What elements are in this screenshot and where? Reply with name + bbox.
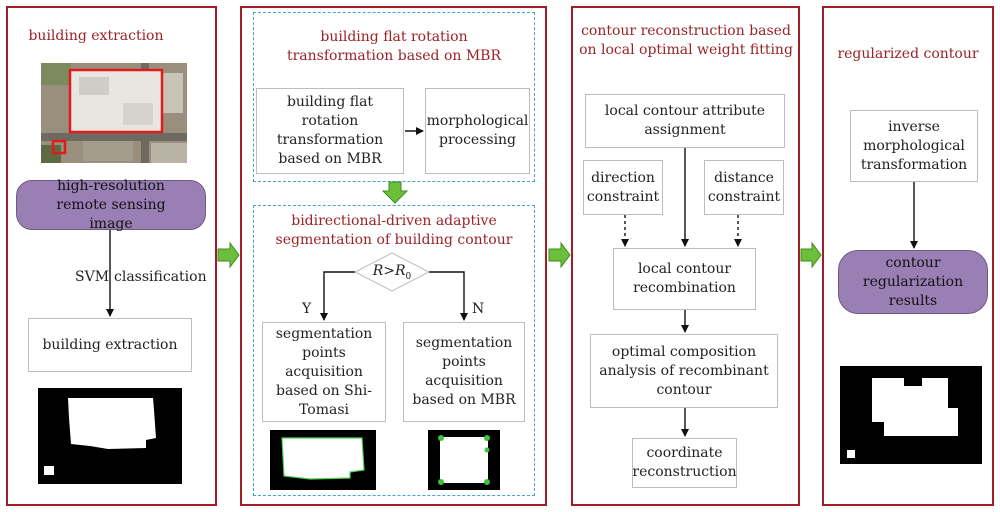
coordinate-reconstruction-box: coordinate reconstruction [632, 438, 737, 488]
panel-title-regularized: regularized contour [837, 46, 979, 62]
shi-tomasi-result-image [270, 430, 376, 490]
decision-operator: > [383, 263, 395, 279]
morphological-processing-box: morphological processing [425, 88, 530, 174]
local-contour-recombination-box: local contour recombination [613, 248, 756, 310]
satellite-image [41, 63, 187, 163]
branch-label-no: N [472, 301, 485, 317]
rotation-transformation-box: building flat rotation transformation ba… [256, 88, 404, 174]
mbr-result-image [428, 430, 500, 490]
direction-constraint-box: direction constraint [583, 160, 663, 215]
mbr-segmentation-box: segmentation points acquisition based on… [403, 322, 525, 422]
group-title-segmentation: bidirectional-driven adaptive segmentati… [275, 213, 513, 248]
local-contour-attribute-box: local contour attribute assignment [585, 94, 785, 148]
input-image-pill: high-resolution remote sensing image [16, 178, 206, 232]
optimal-composition-box: optimal composition analysis of recombin… [590, 334, 778, 408]
edge-label-classification: classification [114, 269, 207, 285]
green-arrow-panel2-to-panel3 [548, 241, 571, 269]
arrow-decision-no [429, 271, 468, 321]
distance-constraint-box: distance constraint [704, 160, 784, 215]
green-arrow-panel1-to-panel2 [217, 241, 240, 269]
group-adaptive-segmentation [253, 205, 535, 496]
inverse-morphological-box: inverse morphological transformation [850, 110, 978, 182]
building-extraction-box: building extraction [28, 318, 192, 372]
regularized-result-image [840, 366, 982, 464]
binary-mask-image [38, 388, 182, 484]
arrow-decision-yes [320, 271, 355, 321]
panel-title-reconstruction: contour reconstruction based on local op… [579, 23, 793, 58]
decision-diamond: R>R0 [354, 252, 430, 292]
group-title-rotation: building flat rotation transformation ba… [286, 29, 502, 64]
regularization-results-pill: contour regularization results [838, 250, 988, 314]
decision-threshold-sub: 0 [405, 271, 412, 282]
shi-tomasi-segmentation-box: segmentation points acquisition based on… [262, 322, 386, 422]
decision-threshold: R [395, 263, 406, 279]
decision-var-r: R [372, 263, 384, 279]
green-arrow-panel3-to-panel4 [800, 241, 822, 269]
edge-label-svm: SVM [75, 269, 110, 285]
branch-label-yes: Y [302, 301, 312, 317]
panel-title-building-extraction: building extraction [28, 28, 164, 44]
green-arrow-rotation-to-segmentation [381, 181, 409, 204]
